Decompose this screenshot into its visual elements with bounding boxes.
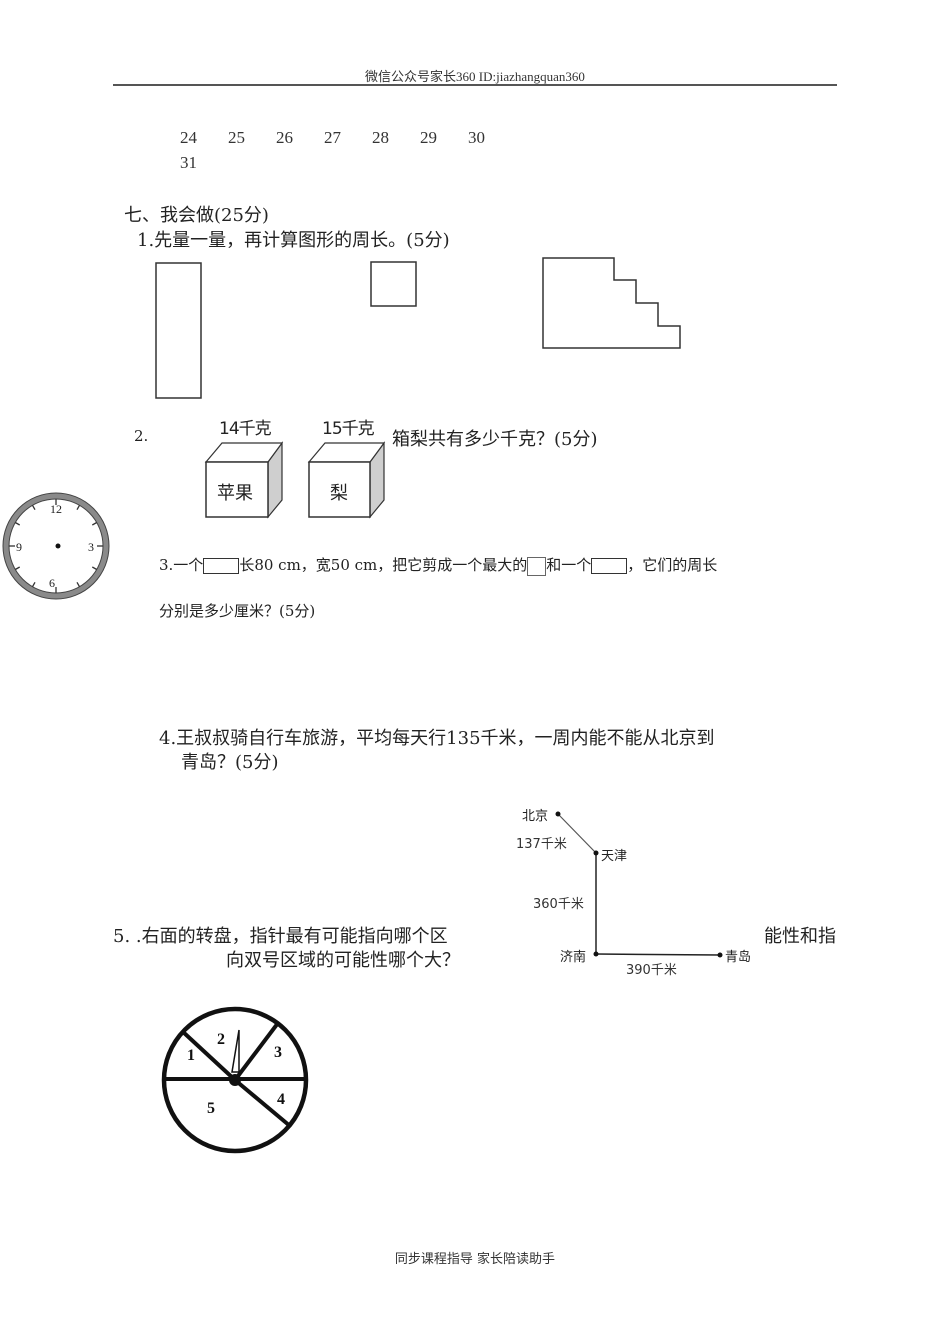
apple-box bbox=[204, 441, 284, 519]
calendar-day: 30 bbox=[468, 128, 485, 147]
city-beijing: 北京 bbox=[522, 809, 549, 824]
calendar-day: 24 bbox=[180, 128, 197, 147]
square-shape bbox=[370, 261, 417, 307]
spinner-center bbox=[229, 1074, 241, 1086]
calendar-day: 27 bbox=[324, 128, 341, 147]
question-3-line1: 3.一个 长80 cm，宽50 cm，把它剪成一个最大的和一个 ，它们的周长 bbox=[159, 554, 717, 576]
apple-box-weight: 14千克 bbox=[219, 419, 272, 439]
svg-text:4: 4 bbox=[277, 1091, 285, 1108]
tall-rectangle-shape bbox=[155, 262, 202, 399]
pear-box bbox=[307, 441, 386, 519]
q3-text-part4: ，它们的周长 bbox=[627, 556, 718, 574]
distance-tianjin-jinan: 360千米 bbox=[533, 897, 584, 912]
calendar-day: 28 bbox=[372, 128, 389, 147]
svg-text:1: 1 bbox=[187, 1047, 195, 1064]
header-divider bbox=[113, 84, 837, 86]
question-5-line1-right: 能性和指 bbox=[764, 926, 836, 947]
question-2-number: 2. bbox=[134, 427, 149, 445]
svg-text:2: 2 bbox=[217, 1031, 225, 1048]
calendar-day: 25 bbox=[228, 128, 245, 147]
svg-text:5: 5 bbox=[207, 1100, 215, 1117]
rectangle-icon bbox=[203, 558, 240, 574]
jinan-dot bbox=[593, 951, 599, 957]
square-icon bbox=[527, 556, 547, 576]
svg-text:9: 9 bbox=[16, 540, 22, 554]
apple-box-label: 苹果 bbox=[217, 483, 253, 504]
calendar-day: 26 bbox=[276, 128, 293, 147]
city-qingdao: 青岛 bbox=[725, 950, 752, 965]
beijing-dot bbox=[555, 811, 561, 817]
question-5-line2: 向双号区域的可能性哪个大？ bbox=[226, 950, 460, 971]
q3-text-part2: 长80 cm，宽50 cm，把它剪成一个最大的 bbox=[239, 556, 528, 574]
rectangle-icon bbox=[591, 558, 628, 574]
route-map: 北京 天津 济南 青岛 137千米 360千米 390千米 bbox=[516, 805, 762, 980]
q3-text-part1: 3.一个 bbox=[159, 556, 204, 574]
city-jinan: 济南 bbox=[560, 950, 587, 965]
q3-text-part3: 和一个 bbox=[546, 556, 592, 574]
city-tianjin: 天津 bbox=[601, 849, 628, 864]
spinner-wheel: 1 2 3 4 5 bbox=[161, 1006, 309, 1154]
question-5-line1-left: 5. .右面的转盘，指针最有可能指向哪个区 bbox=[113, 926, 448, 947]
svg-text:3: 3 bbox=[88, 540, 94, 554]
tianjin-dot bbox=[593, 850, 599, 856]
section-title: 七、我会做(25分) bbox=[124, 205, 269, 226]
route-lines bbox=[555, 811, 723, 958]
svg-text:6: 6 bbox=[49, 576, 55, 590]
svg-text:12: 12 bbox=[50, 502, 62, 516]
question-1-text: 1.先量一量，再计算图形的周长。(5分) bbox=[137, 230, 450, 251]
qingdao-dot bbox=[717, 952, 723, 958]
question-4-line2: 青岛？(5分) bbox=[181, 752, 279, 773]
page-header: 微信公众号家长360 ID:jiazhangquan360 bbox=[365, 69, 585, 84]
pear-box-label: 梨 bbox=[330, 483, 348, 504]
clock-face: 12 3 6 9 bbox=[2, 492, 110, 600]
question-4-line1: 4.王叔叔骑自行车旅游，平均每天行135千米，一周内能不能从北京到 bbox=[159, 728, 715, 749]
spinner-pointer bbox=[231, 1029, 240, 1073]
staircase-shape bbox=[542, 257, 681, 349]
calendar-day: 31 bbox=[180, 153, 197, 172]
calendar-day: 29 bbox=[420, 128, 437, 147]
distance-beijing-tianjin: 137千米 bbox=[516, 837, 567, 852]
question-3-line2: 分别是多少厘米？(5分) bbox=[159, 602, 316, 620]
page-footer: 同步课程指导 家长陪读助手 bbox=[394, 1252, 556, 1267]
pear-box-weight: 15千克 bbox=[322, 419, 375, 439]
question-2-text: 箱梨共有多少千克？(5分) bbox=[392, 429, 598, 450]
svg-text:3: 3 bbox=[274, 1044, 282, 1061]
distance-jinan-qingdao: 390千米 bbox=[626, 963, 677, 978]
